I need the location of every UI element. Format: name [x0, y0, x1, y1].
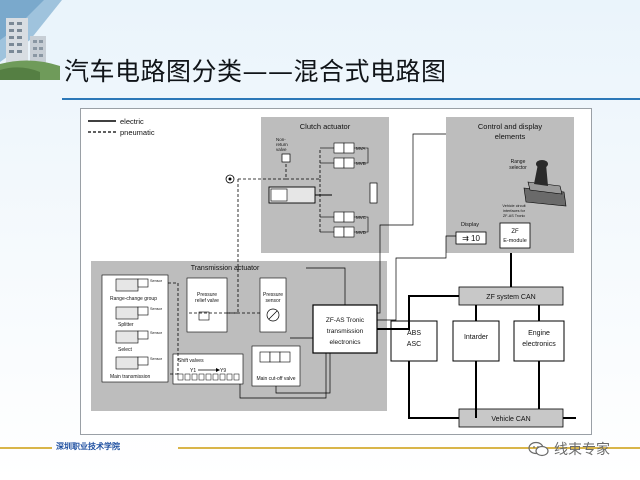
shift-cylinders	[115, 278, 149, 370]
title-divider	[62, 98, 640, 100]
electric-wiring	[377, 253, 576, 419]
watermark-text: 线束专家	[554, 442, 610, 458]
svg-text:selector: selector	[509, 165, 527, 171]
svg-text:Splitter: Splitter	[118, 322, 134, 328]
svg-text:MVD: MVD	[356, 230, 367, 235]
display-screen	[455, 231, 487, 245]
zf-emodule	[499, 222, 531, 249]
engine-electronics-box: Engine electronics	[513, 320, 565, 362]
svg-text:transmission: transmission	[327, 328, 364, 335]
svg-text:E-module: E-module	[503, 238, 527, 244]
hybrid-circuit-diagram: electric pneumatic Clutch actuator Non- …	[88, 117, 576, 428]
svg-text:ZF system CAN: ZF system CAN	[486, 294, 535, 301]
footer-line-left	[0, 447, 52, 449]
svg-text:sensor: sensor	[265, 298, 280, 304]
svg-text:Vehicle circuit: Vehicle circuit	[502, 204, 526, 208]
svg-text:Y9: Y9	[220, 368, 226, 374]
legend-electric: electric	[120, 117, 144, 126]
slide-title: 汽车电路图分类——混合式电路图	[64, 57, 447, 86]
footer-text: 深圳职业技术学院	[56, 442, 120, 451]
clutch-actuator-box: Clutch actuator Non- return valve MVA MV…	[261, 117, 389, 253]
svg-text:Engine: Engine	[528, 330, 550, 337]
svg-text:Y1: Y1	[190, 368, 196, 374]
watermark: 线束专家	[528, 439, 610, 459]
svg-text:Pressure: Pressure	[197, 292, 217, 298]
svg-text:Range-change group: Range-change group	[110, 296, 157, 302]
svg-text:Main transmission: Main transmission	[110, 374, 151, 380]
footer-line-right	[178, 447, 640, 449]
svg-text:ZF-AS Tronic: ZF-AS Tronic	[503, 214, 525, 218]
svg-text:electronics: electronics	[522, 341, 556, 348]
clutch-actuator-title: Clutch actuator	[300, 122, 351, 131]
abs-asc-box: ABS ASC	[390, 320, 438, 362]
svg-text:Range: Range	[511, 159, 526, 165]
control-display-box: Control and display elements Range selec…	[446, 117, 574, 253]
zf-system-can: ZF system CAN	[458, 286, 564, 306]
display-label: Display	[461, 222, 479, 228]
svg-text:ZF-AS Tronic: ZF-AS Tronic	[326, 317, 365, 324]
zf-electronics-block: ZF-AS Tronic transmission electronics	[312, 304, 378, 354]
transmission-actuator-title: Transmission actuator	[191, 265, 260, 272]
vehicle-can: Vehicle CAN	[458, 408, 564, 428]
legend: electric pneumatic	[88, 117, 155, 137]
svg-text:ASC: ASC	[407, 341, 421, 348]
svg-text:MVC: MVC	[356, 215, 367, 220]
svg-text:ABS: ABS	[407, 330, 421, 337]
svg-text:return: return	[276, 142, 288, 147]
shift-valve-row	[177, 373, 240, 381]
pneumatic-lines	[168, 148, 321, 375]
transmission-actuator-box: Transmission actuator Sensor Sensor Sens…	[91, 261, 387, 411]
svg-text:Non-: Non-	[276, 137, 286, 142]
svg-text:Pressure: Pressure	[263, 292, 283, 298]
range-selector-icon	[523, 160, 567, 207]
display-value: ⇉ 10	[462, 234, 480, 243]
building-photo	[0, 0, 100, 80]
svg-text:elements: elements	[495, 132, 526, 141]
svg-text:interfaces for: interfaces for	[503, 209, 526, 213]
svg-text:electronics: electronics	[329, 339, 361, 346]
svg-text:Sensor: Sensor	[150, 357, 163, 361]
legend-pneumatic: pneumatic	[120, 128, 155, 137]
svg-text:relief valve: relief valve	[195, 298, 219, 304]
intarder-box: Intarder	[452, 320, 500, 362]
svg-text:valve: valve	[276, 147, 287, 152]
wechat-icon	[528, 441, 549, 457]
svg-text:MVB: MVB	[356, 161, 366, 166]
svg-text:Main cut-off valve: Main cut-off valve	[256, 376, 295, 382]
signal-wiring	[239, 133, 456, 399]
svg-text:Control and display: Control and display	[478, 122, 542, 131]
svg-text:Vehicle CAN: Vehicle CAN	[491, 416, 530, 423]
svg-text:Intarder: Intarder	[464, 334, 489, 341]
svg-text:Sensor: Sensor	[150, 307, 163, 311]
svg-text:Sensor: Sensor	[150, 279, 163, 283]
svg-text:ZF: ZF	[511, 229, 519, 235]
svg-text:Sensor: Sensor	[150, 331, 163, 335]
svg-text:Shift valves: Shift valves	[178, 358, 204, 364]
svg-text:MVA: MVA	[356, 146, 365, 151]
svg-text:Select: Select	[118, 347, 133, 353]
